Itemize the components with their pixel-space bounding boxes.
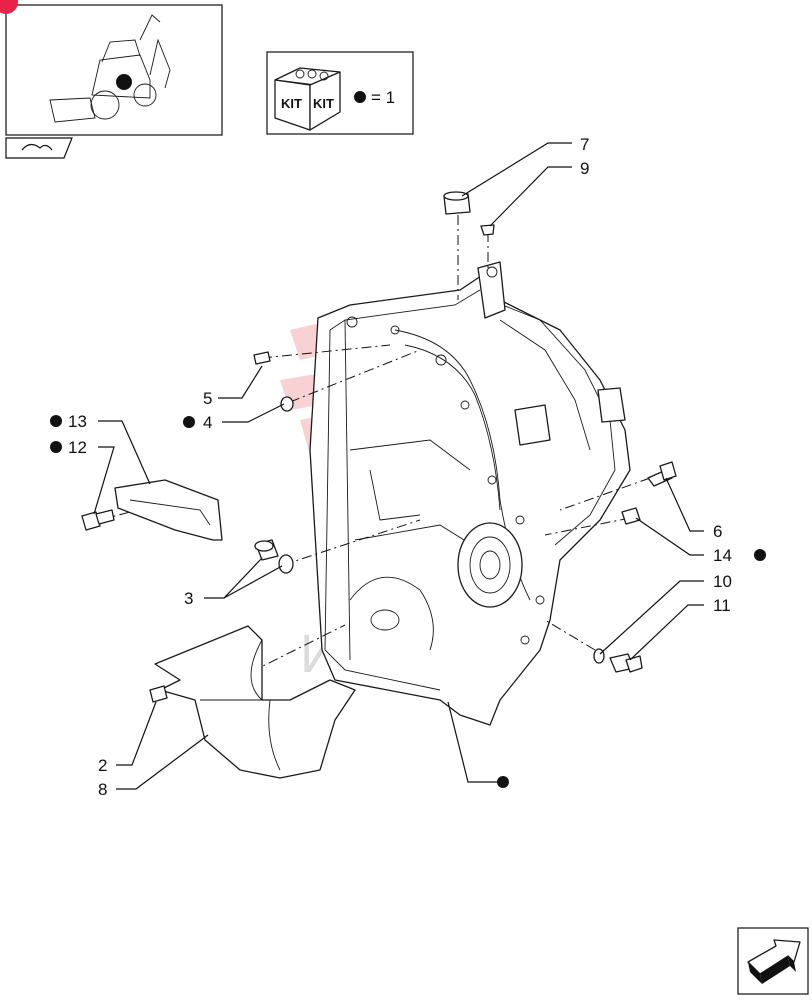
kit-label-left: KIT bbox=[281, 96, 302, 111]
callout-7[interactable]: 7 bbox=[580, 135, 589, 154]
part-14-stud[interactable] bbox=[621, 507, 641, 525]
corner-badge-icon bbox=[0, 0, 18, 14]
kit-dot-icon bbox=[754, 549, 766, 561]
callout-2[interactable]: 2 bbox=[98, 756, 107, 775]
part-12-bolt[interactable] bbox=[81, 509, 115, 531]
callout-12[interactable]: 12 bbox=[68, 438, 87, 457]
callout-9[interactable]: 9 bbox=[580, 159, 589, 178]
part-13-bracket[interactable] bbox=[114, 479, 223, 541]
next-page-button[interactable] bbox=[737, 927, 809, 995]
machine-thumbnail[interactable] bbox=[0, 0, 223, 136]
leader-lines bbox=[93, 142, 704, 790]
callout-labels: 7 9 5 4 13 12 6 14 3 10 11 2 8 bbox=[50, 135, 766, 799]
part-9-screw[interactable] bbox=[480, 224, 495, 236]
part-4-o-ring[interactable] bbox=[280, 396, 294, 412]
part-7-plug[interactable] bbox=[443, 191, 471, 215]
wrench-icon bbox=[21, 143, 53, 151]
kit-label-right: KIT bbox=[313, 96, 334, 111]
kit-dot-icon bbox=[50, 441, 62, 453]
callout-8[interactable]: 8 bbox=[98, 780, 107, 799]
callout-14[interactable]: 14 bbox=[713, 546, 732, 565]
part-8-cover[interactable] bbox=[154, 625, 356, 779]
kit-legend: KIT KIT = 1 bbox=[266, 51, 414, 135]
callout-10[interactable]: 10 bbox=[713, 572, 732, 591]
part-6-bolt[interactable] bbox=[647, 461, 677, 487]
part-2-screw[interactable] bbox=[149, 685, 168, 703]
part-11-sensor[interactable] bbox=[609, 653, 643, 673]
kit-dot-icon bbox=[354, 91, 366, 103]
kit-equals-text: = 1 bbox=[371, 88, 395, 107]
callout-5[interactable]: 5 bbox=[203, 389, 212, 408]
kit-dot-icon bbox=[497, 776, 509, 788]
kit-dot-icon bbox=[183, 416, 195, 428]
kit-dot-icon bbox=[50, 415, 62, 427]
part-5-pin[interactable] bbox=[253, 351, 271, 365]
location-marker-icon bbox=[116, 74, 132, 90]
callout-6[interactable]: 6 bbox=[713, 522, 722, 541]
callout-3[interactable]: 3 bbox=[184, 589, 193, 608]
callout-4[interactable]: 4 bbox=[203, 413, 212, 432]
callout-11[interactable]: 11 bbox=[713, 596, 731, 615]
callout-13[interactable]: 13 bbox=[68, 412, 87, 431]
transmission-housing[interactable] bbox=[309, 261, 631, 726]
nav-tab[interactable] bbox=[5, 137, 73, 159]
part-3-plug-washer[interactable] bbox=[254, 539, 294, 574]
